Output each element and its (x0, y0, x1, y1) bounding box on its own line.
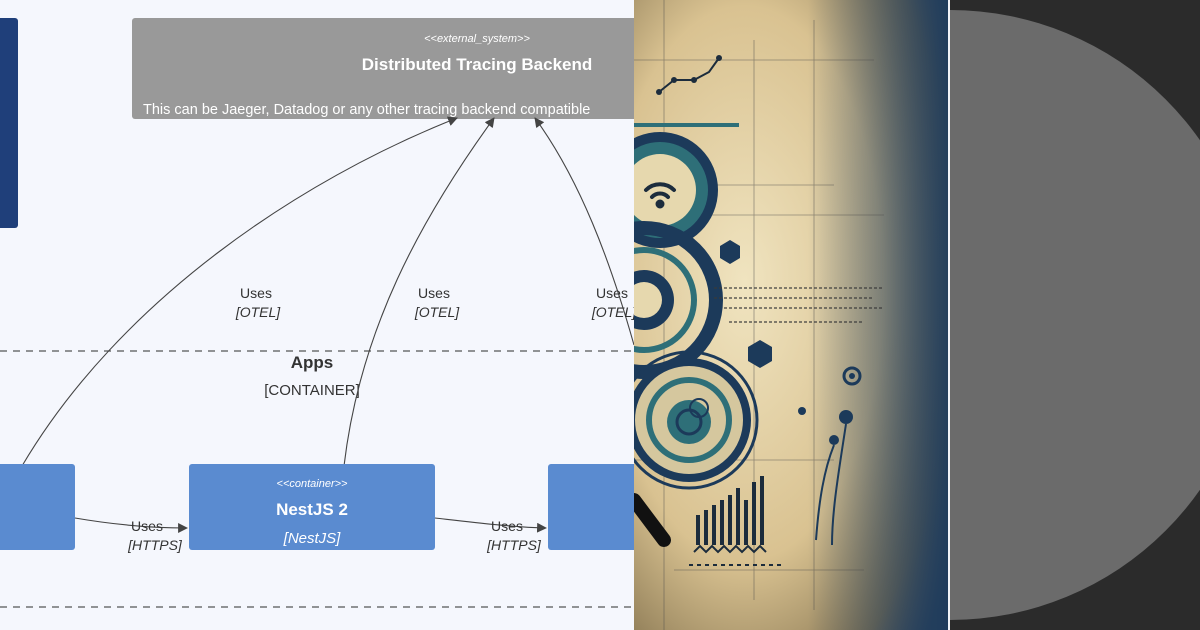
relation-otel-2-line (343, 117, 495, 467)
relation-https-2-label: Uses (491, 518, 523, 534)
external-system-description: This can be Jaeger, Datadog or any other… (143, 102, 590, 118)
container-stereotype: <<container>> (277, 478, 349, 490)
relation-otel-3-label: Uses (596, 285, 628, 301)
external-system-box[interactable]: <<external_system>> Distributed Tracing … (132, 18, 634, 119)
relation-otel-3-tech: [OTEL] (591, 304, 634, 320)
relation-https-1-tech: [HTTPS] (127, 537, 183, 553)
container-title: NestJS 2 (276, 500, 348, 519)
relation-otel-1-line (21, 116, 458, 467)
relation-https-2-line (434, 517, 547, 533)
wifi-circle (634, 132, 718, 248)
relation-otel-1-tech: [OTEL] (235, 304, 281, 320)
wifi-icon (644, 182, 676, 209)
disc-graphic (950, 0, 1200, 630)
boundary-type: [CONTAINER] (264, 382, 360, 399)
disc-panel (950, 0, 1200, 630)
diagram-panel: <<external_system>> Distributed Tracing … (0, 18, 634, 608)
relation-https-1-label: Uses (131, 518, 163, 534)
illustration-panel (634, 0, 950, 630)
grey-disc (950, 10, 1200, 620)
boundary-title: Apps (291, 353, 334, 372)
tech-illustration (634, 0, 950, 630)
relation-otel-2-label: Uses (418, 285, 450, 301)
relation-otel-2-tech: [OTEL] (414, 304, 460, 320)
container-left-box[interactable] (0, 464, 75, 550)
c4-diagram: <<external_system>> Distributed Tracing … (0, 18, 634, 608)
external-system-title: Distributed Tracing Backend (362, 55, 593, 74)
relation-otel-1-label: Uses (240, 285, 272, 301)
external-system-stereotype: <<external_system>> (424, 33, 530, 45)
person-block[interactable] (0, 18, 18, 228)
container-nestjs-2[interactable]: <<container>> NestJS 2 [NestJS] (189, 464, 435, 550)
container-right-box[interactable] (548, 464, 634, 550)
relation-otel-3-line (534, 117, 634, 346)
relation-https-2-tech: [HTTPS] (486, 537, 542, 553)
container-tech: [NestJS] (283, 530, 342, 547)
relation-https-1-line (74, 517, 188, 533)
